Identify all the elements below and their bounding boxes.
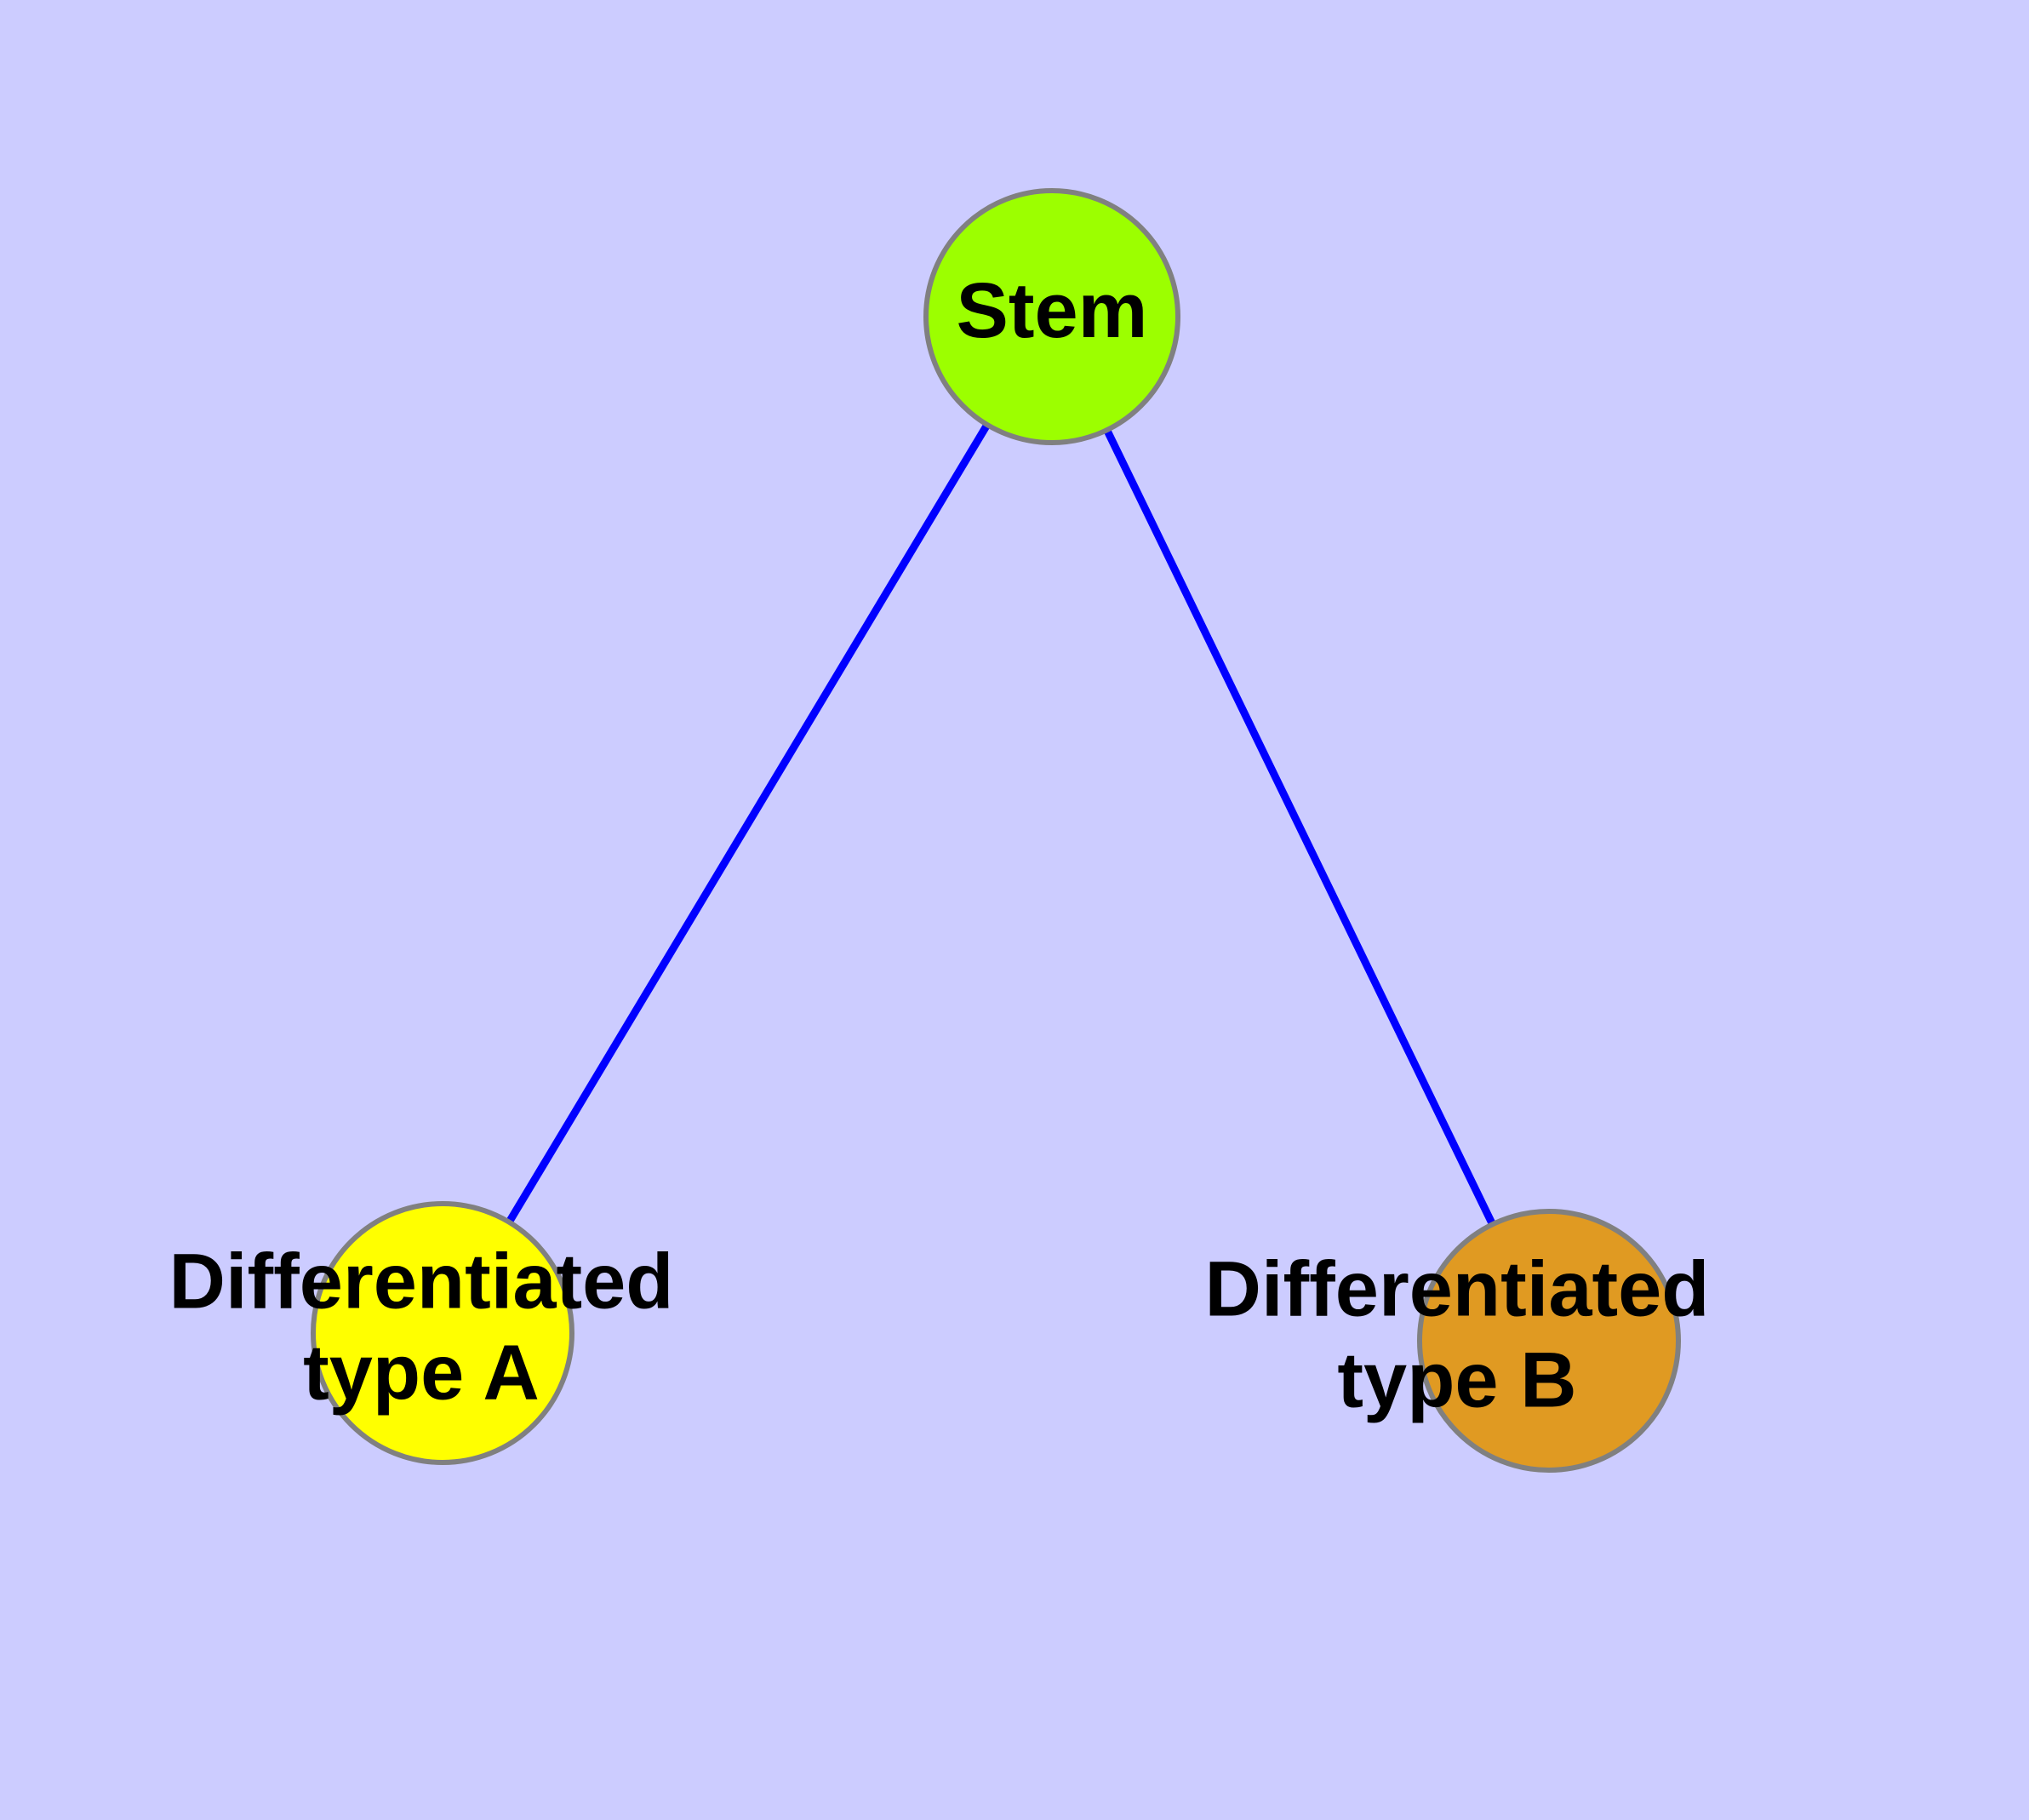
node-label-line: type B (1337, 1337, 1576, 1424)
node-label-line: type A (303, 1330, 540, 1417)
node-label-line: Differentiated (169, 1239, 674, 1325)
edge-stem-to-type-b[interactable] (1102, 426, 1497, 1228)
node-label-line: Differentiated (1205, 1246, 1710, 1333)
node-label-stem: Stem (957, 267, 1148, 354)
node-circle-stem[interactable] (923, 188, 1180, 445)
nodes-layer (311, 188, 1681, 1473)
node-circle-differentiated-type-a[interactable] (311, 1201, 574, 1465)
edges-layer (505, 421, 1497, 1228)
node-circle-differentiated-type-b[interactable] (1417, 1209, 1681, 1473)
node-label-line: Stem (957, 267, 1148, 354)
edge-stem-to-type-a[interactable] (505, 421, 992, 1226)
